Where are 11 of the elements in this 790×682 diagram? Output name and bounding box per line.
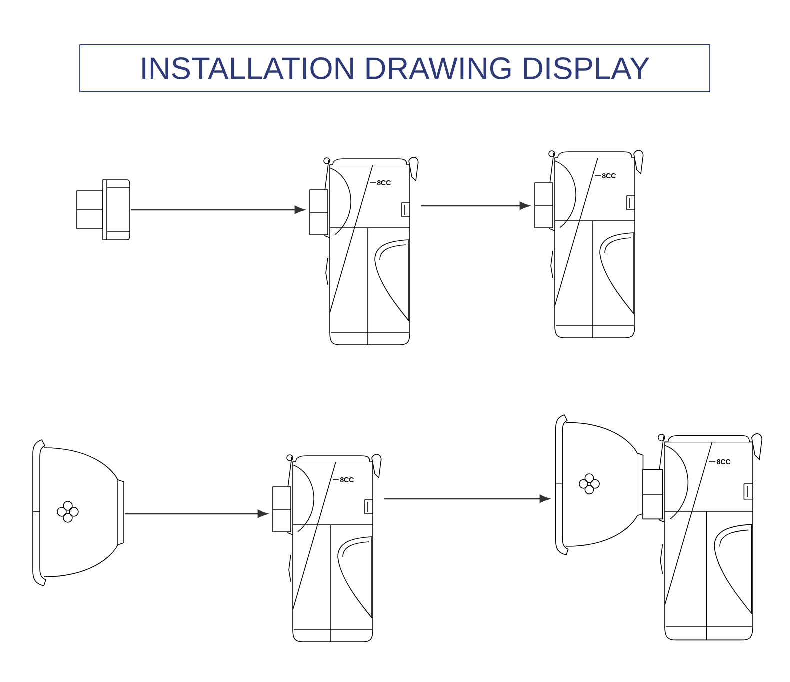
title-box: INSTALLATION DRAWING DISPLAY <box>80 44 710 92</box>
arrow <box>421 202 530 210</box>
arrow <box>131 206 305 214</box>
nebulizer-drawing <box>310 157 419 346</box>
nebulizer-drawing <box>534 150 644 338</box>
arrow <box>384 494 550 504</box>
arrow <box>125 510 268 518</box>
mask-drawing <box>32 440 124 586</box>
adapter-drawing <box>76 180 130 240</box>
nebulizer-drawing <box>272 454 382 642</box>
nebulizer-with-mask-drawing <box>555 414 763 641</box>
